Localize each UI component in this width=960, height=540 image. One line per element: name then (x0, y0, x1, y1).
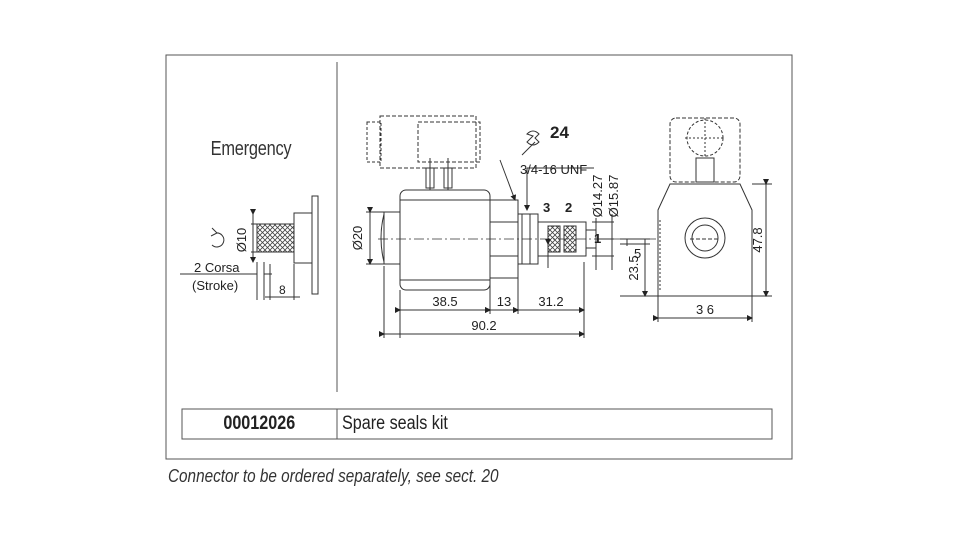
dim-31-2-label: 31.2 (538, 294, 563, 309)
dim-38-5-label: 38.5 (432, 294, 457, 309)
side-width-label: 3 6 (696, 302, 714, 317)
dia-a-label: Ø14.27 (590, 175, 605, 218)
stroke-en-label: (Stroke) (192, 278, 238, 293)
port-2-label: 2 (565, 200, 572, 215)
valve-drawing (366, 115, 660, 338)
kit-code-text: 00012026 (223, 413, 296, 434)
footnote: Connector to be ordered separately, see … (168, 466, 499, 486)
side-height-label: 47.8 (750, 227, 765, 252)
port-1-label: 1 (594, 231, 601, 246)
emergency-title: Emergency (210, 138, 292, 160)
wrench-size-label: 24 (550, 123, 569, 142)
dim-13-label: 13 (497, 294, 511, 309)
side-view (653, 117, 772, 322)
port-3-label: 3 (543, 200, 550, 215)
kit-description-text: Spare seals kit (342, 413, 448, 434)
kit-code: 00012026 (182, 409, 337, 439)
knob-length-label: 8 (279, 283, 286, 297)
dia-coil-label: Ø20 (350, 226, 365, 251)
outer-frame (165, 54, 793, 460)
dim-23-5-label: 23.5 (626, 255, 641, 280)
kit-description: Spare seals kit (342, 409, 772, 439)
emergency-detail (180, 195, 319, 300)
stroke-it-label: 2 Corsa (194, 260, 240, 275)
dia-b-label: Ø15.87 (606, 175, 621, 218)
dim-5-label: 5 (634, 246, 641, 261)
emergency-diameter-label: Ø10 (234, 228, 249, 253)
kit-table (181, 408, 773, 440)
dim-90-2-label: 90.2 (471, 318, 496, 333)
thread-label: 3/4-16 UNF (520, 162, 587, 177)
